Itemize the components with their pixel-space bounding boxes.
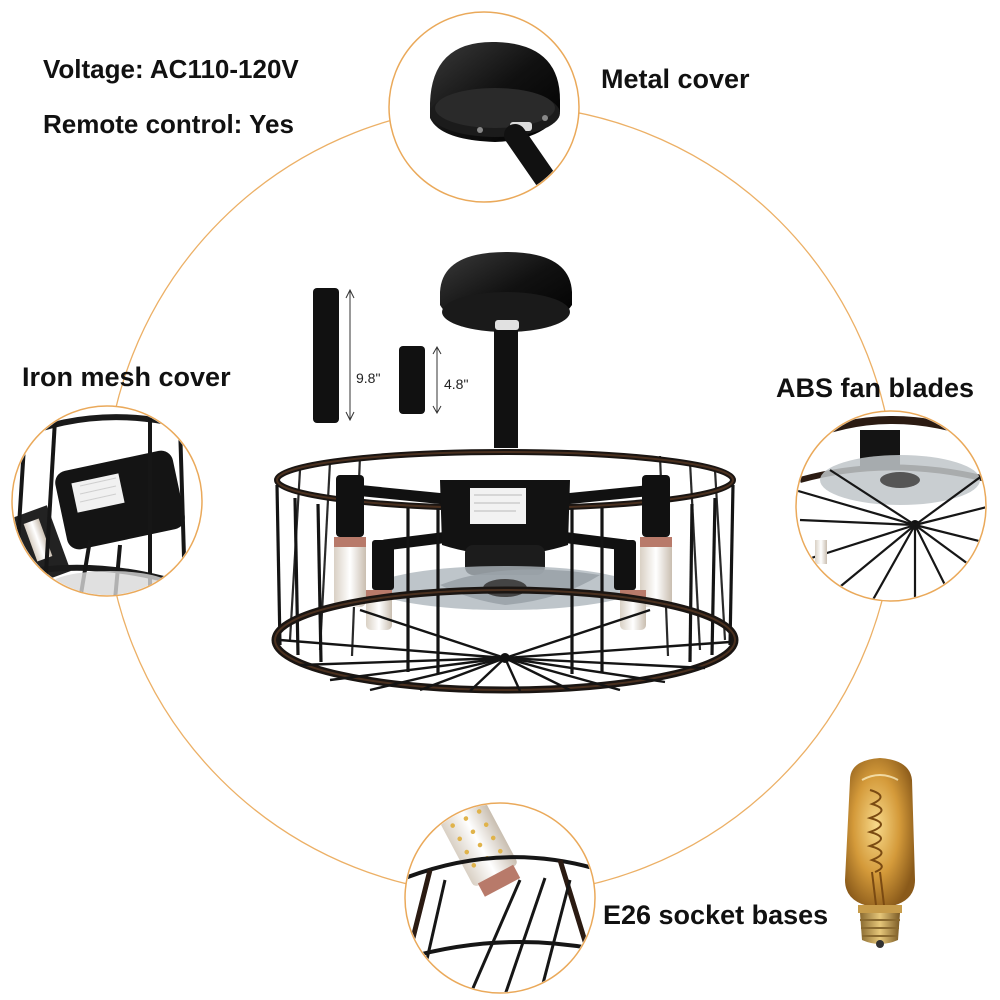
long-rod-dimension: 9.8": [356, 370, 381, 386]
abs-blades-detail: [795, 410, 987, 602]
edison-bulb: [845, 758, 915, 948]
light-right-front: [640, 475, 672, 607]
voltage-spec: Voltage: AC110-120V: [43, 54, 299, 84]
metal-cover-label: Metal cover: [601, 64, 750, 94]
iron-mesh-detail: [11, 405, 203, 597]
light-left-front: [334, 475, 366, 607]
socket-detail: [404, 802, 596, 994]
short-rod-dimension: 4.8": [444, 376, 469, 392]
socket-label: E26 socket bases: [603, 900, 829, 930]
iron-mesh-label: Iron mesh cover: [22, 362, 231, 392]
short-downrod: [399, 345, 442, 415]
ceiling-fan: [271, 252, 739, 694]
long-downrod: [313, 288, 355, 423]
remote-spec: Remote control: Yes: [43, 109, 294, 139]
abs-blades-label: ABS fan blades: [776, 373, 975, 403]
metal-cover-detail: [388, 11, 580, 203]
